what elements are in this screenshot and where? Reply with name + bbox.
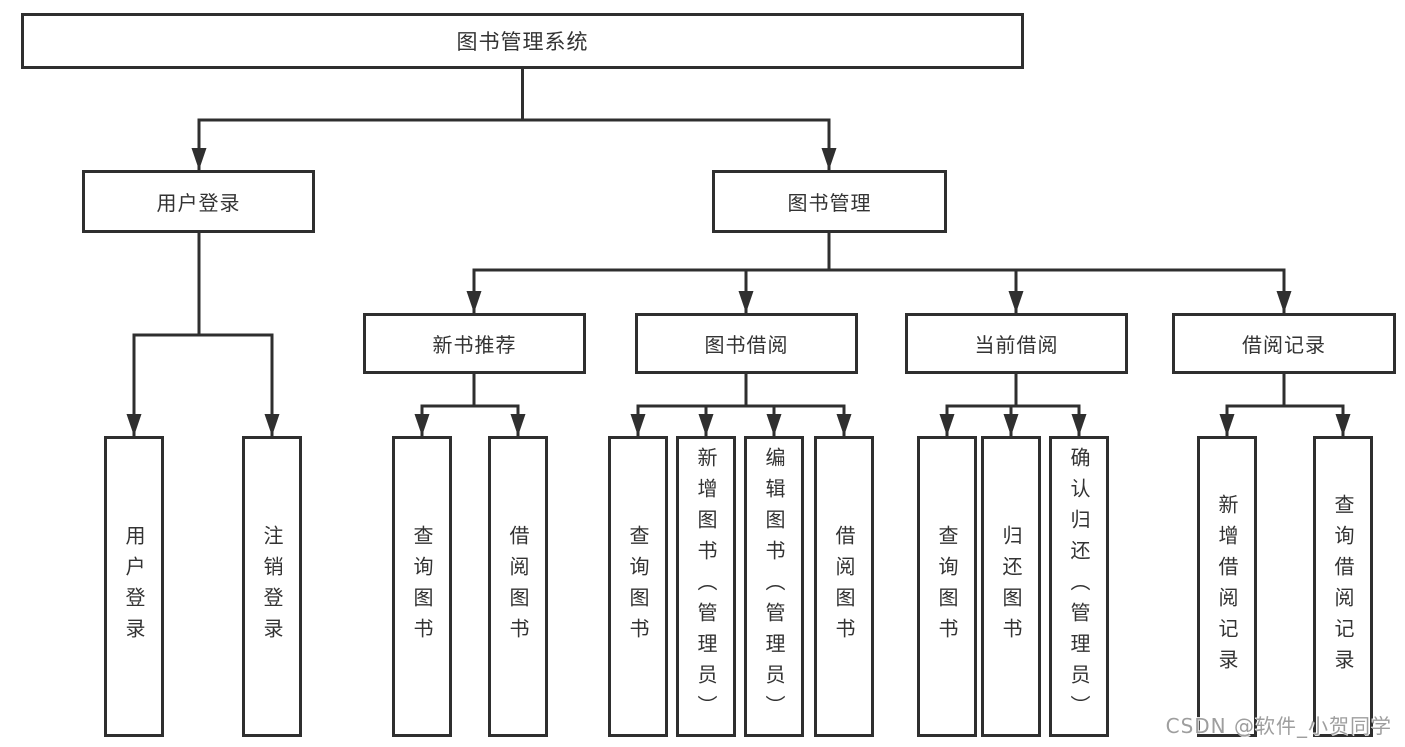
arrow-down-icon — [1003, 414, 1019, 436]
connector-new-book-recommend-to-leaves — [420, 374, 520, 436]
leaf-label: 借阅图书 — [506, 524, 530, 649]
leaf-query-books-current: 查询图书 — [917, 436, 977, 737]
leaf-borrow-books-recommend: 借阅图书 — [488, 436, 548, 737]
node-borrow-records: 借阅记录 — [1172, 313, 1396, 374]
leaf-label: 归还图书 — [999, 524, 1023, 649]
arrow-down-icon — [126, 414, 142, 436]
arrow-down-icon — [1276, 291, 1292, 313]
connector-user-login-to-leaves — [132, 233, 274, 436]
arrow-down-icon — [836, 414, 852, 436]
leaf-label: 查询图书 — [935, 524, 959, 649]
arrowhead-icons — [126, 148, 1351, 436]
arrow-down-icon — [939, 414, 955, 436]
arrow-down-icon — [1008, 291, 1024, 313]
arrow-down-icon — [264, 414, 280, 436]
node-book-management: 图书管理 — [712, 170, 947, 233]
node-label: 借阅记录 — [1242, 333, 1326, 357]
leaf-query-books-recommend: 查询图书 — [392, 436, 452, 737]
leaf-label: 查询借阅记录 — [1331, 493, 1355, 680]
arrow-down-icon — [630, 414, 646, 436]
arrow-down-icon — [510, 414, 526, 436]
node-new-book-recommend: 新书推荐 — [363, 313, 586, 374]
node-label: 图书管理系统 — [456, 30, 589, 54]
arrow-down-icon — [1071, 414, 1087, 436]
leaf-borrow-books: 借阅图书 — [814, 436, 874, 737]
leaf-edit-books-admin: 编辑图书（管理员） — [744, 436, 804, 737]
leaf-label: 查询图书 — [410, 524, 434, 649]
watermark: CSDN @软件_小贺同学 — [1165, 714, 1392, 738]
arrow-down-icon — [821, 148, 837, 170]
connector-root-to-level2 — [197, 69, 831, 170]
leaf-label: 借阅图书 — [832, 524, 856, 649]
connector-lines — [132, 69, 1345, 436]
arrow-down-icon — [766, 414, 782, 436]
leaf-label: 新增图书（管理员） — [694, 447, 718, 726]
node-label: 用户登录 — [156, 191, 241, 215]
arrow-down-icon — [466, 291, 482, 313]
arrow-down-icon — [414, 414, 430, 436]
arrow-down-icon — [191, 148, 207, 170]
leaf-label: 确认归还（管理员） — [1067, 447, 1091, 726]
leaf-add-books-admin: 新增图书（管理员） — [676, 436, 736, 737]
leaf-query-borrow-record: 查询借阅记录 — [1313, 436, 1373, 737]
leaf-label: 用户登录 — [122, 524, 146, 649]
leaf-add-borrow-record: 新增借阅记录 — [1197, 436, 1257, 737]
leaf-confirm-return-admin: 确认归还（管理员） — [1049, 436, 1109, 737]
leaf-label: 新增借阅记录 — [1215, 493, 1239, 680]
node-label: 图书借阅 — [704, 333, 789, 357]
arrow-down-icon — [1335, 414, 1351, 436]
node-label: 当前借阅 — [974, 333, 1059, 357]
leaf-query-books-borrow: 查询图书 — [608, 436, 668, 737]
connector-book-borrow-to-leaves — [636, 374, 846, 436]
arrow-down-icon — [698, 414, 714, 436]
arrow-down-icon — [1219, 414, 1235, 436]
node-label: 新书推荐 — [432, 333, 517, 357]
connector-book-management-to-level3 — [472, 233, 1286, 313]
node-book-borrow: 图书借阅 — [635, 313, 858, 374]
leaf-label: 编辑图书（管理员） — [762, 447, 786, 726]
node-library-system: 图书管理系统 — [21, 13, 1024, 69]
leaf-return-books: 归还图书 — [981, 436, 1041, 737]
leaf-logout: 注销登录 — [242, 436, 302, 737]
leaf-user-login: 用户登录 — [104, 436, 164, 737]
arrow-down-icon — [738, 291, 754, 313]
connector-borrow-records-to-leaves — [1225, 374, 1345, 436]
node-user-login: 用户登录 — [82, 170, 315, 233]
node-current-borrow: 当前借阅 — [905, 313, 1128, 374]
leaf-label: 注销登录 — [260, 524, 284, 649]
leaf-label: 查询图书 — [626, 524, 650, 649]
node-label: 图书管理 — [787, 191, 872, 215]
